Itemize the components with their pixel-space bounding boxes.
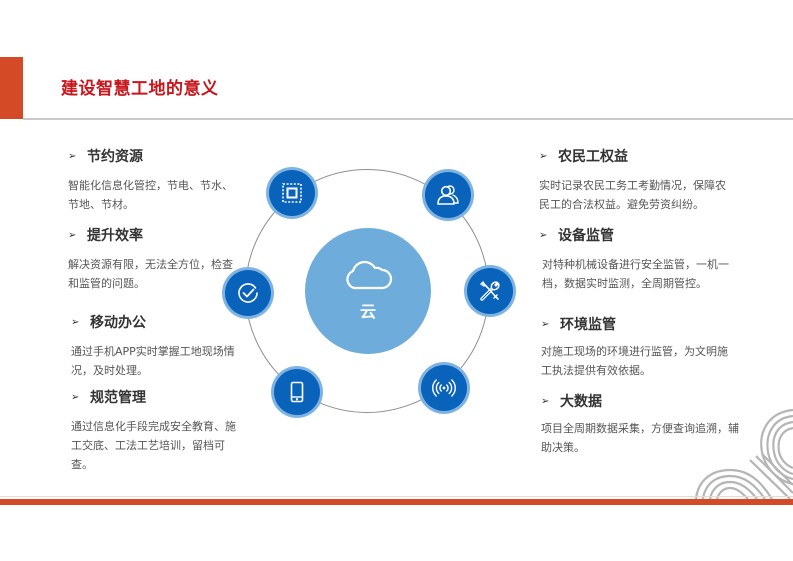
feature-title: 设备监管 [558, 228, 614, 244]
decorative-swirl-pattern [694, 408, 793, 499]
feature-title: 提升效率 [87, 228, 143, 244]
feature-mobile-office: ➢ 移动办公 通过手机APP实时掌握工地现场情况，及时处理。 [71, 312, 261, 380]
header-divider [23, 118, 793, 120]
feature-desc: 项目全周期数据采集，方便查询追溯，辅助决策。 [541, 422, 739, 454]
footer-hairline [0, 496, 793, 497]
feature-title: 移动办公 [90, 315, 146, 331]
feature-title: 农民工权益 [558, 149, 628, 165]
bullet-arrow-icon: ➢ [539, 150, 548, 162]
phone-icon [290, 381, 304, 403]
page-title: 建设智慧工地的意义 [61, 79, 219, 99]
node-check [225, 270, 271, 316]
node-tools [467, 268, 513, 314]
bullet-arrow-icon: ➢ [68, 150, 77, 162]
feature-desc: 实时记录农民工务工考勤情况，保障农民工的合法权益。避免劳资纠纷。 [539, 179, 726, 211]
node-users [425, 172, 471, 218]
feature-title: 规范管理 [90, 390, 146, 406]
signal-icon [432, 379, 456, 397]
bullet-arrow-icon: ➢ [539, 229, 548, 241]
users-icon [437, 185, 459, 205]
feature-desc: 对特种机械设备进行安全监管，一机一档，数据实时监测，全周期管控。 [542, 258, 729, 290]
check-circle-icon [238, 283, 258, 303]
feature-desc: 通过信息化手段完成安全教育、施工交底、工法工艺培训，留档可查。 [71, 420, 236, 471]
node-signal [421, 365, 467, 411]
tools-icon [479, 280, 500, 301]
feature-title: 大数据 [560, 394, 602, 410]
feature-desc: 通过手机APP实时掌握工地现场情况，及时处理。 [71, 345, 235, 377]
bullet-arrow-icon: ➢ [71, 316, 80, 328]
feature-equipment-supervision: ➢ 设备监管 对特种机械设备进行安全监管，一机一档，数据实时监测，全周期管控。 [539, 225, 729, 293]
cloud-label: 云 [359, 302, 376, 321]
feature-big-data: ➢ 大数据 项目全周期数据采集，方便查询追溯，辅助决策。 [541, 391, 739, 457]
feature-desc: 对施工现场的环境进行监管，为文明施工执法提供有效依据。 [541, 345, 728, 377]
node-phone [274, 369, 320, 415]
cloud-hub: 云 [305, 228, 431, 354]
chip-icon [282, 183, 302, 203]
feature-title: 环境监管 [560, 317, 616, 333]
feature-standard-management: ➢ 规范管理 通过信息化手段完成安全教育、施工交底、工法工艺培训，留档可查。 [71, 387, 261, 474]
footer-accent-bar [0, 499, 793, 505]
cloud-icon [346, 260, 393, 290]
feature-environment-supervision: ➢ 环境监管 对施工现场的环境进行监管，为文明施工执法提供有效依据。 [541, 314, 731, 380]
bullet-arrow-icon: ➢ [68, 229, 77, 241]
feature-desc: 智能化信息化管控，节电、节水、节地、节材。 [68, 179, 233, 211]
feature-save-resources: ➢ 节约资源 智能化信息化管控，节电、节水、节地、节材。 [68, 146, 258, 214]
node-chip [269, 170, 315, 216]
bullet-arrow-icon: ➢ [71, 391, 80, 403]
bullet-arrow-icon: ➢ [541, 395, 550, 407]
feature-desc: 解决资源有限，无法全方位，检查和监管的问题。 [68, 258, 233, 290]
feature-efficiency: ➢ 提升效率 解决资源有限，无法全方位，检查和监管的问题。 [68, 225, 258, 293]
header-accent-block [0, 57, 23, 119]
feature-worker-rights: ➢ 农民工权益 实时记录农民工务工考勤情况，保障农民工的合法权益。避免劳资纠纷。 [539, 146, 729, 214]
feature-title: 节约资源 [87, 149, 143, 165]
bullet-arrow-icon: ➢ [541, 318, 550, 330]
